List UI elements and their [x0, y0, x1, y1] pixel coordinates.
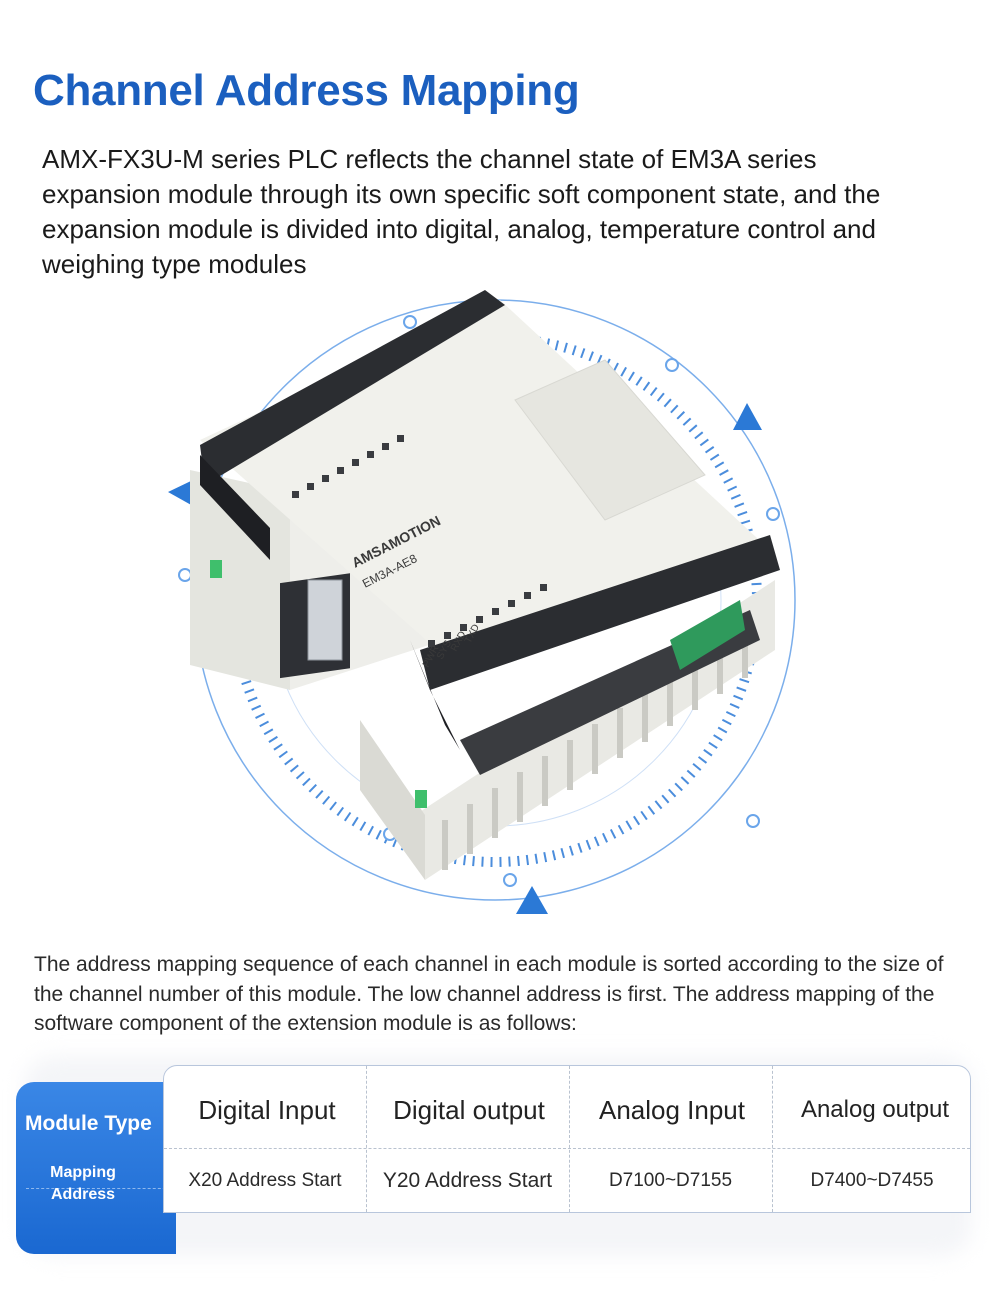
mapping-description: The address mapping sequence of each cha…: [34, 953, 944, 1035]
page-title: Channel Address Mapping: [33, 66, 580, 115]
cell-digital-output-address: Y20 Address Start: [382, 1169, 553, 1192]
cell-analog-input-address: D7100~D7155: [608, 1170, 733, 1191]
triangle-arrow-icons: [168, 403, 762, 914]
cell-digital-input-address: X20 Address Start: [188, 1170, 342, 1191]
column-header-analog-output: Analog output: [800, 1096, 950, 1123]
row-header-module-type: Module Type: [25, 1112, 152, 1135]
intro-text: AMX-FX3U-M series PLC reflects the chann…: [42, 144, 881, 279]
plc-module: [190, 290, 780, 880]
column-header-digital-input: Digital Input: [198, 1095, 336, 1125]
row-header-mapping-address: Mapping Address: [50, 1164, 116, 1203]
dial-dots: [178, 315, 780, 887]
cell-analog-output-address: D7400~D7455: [810, 1170, 934, 1191]
row-header-band: [16, 1082, 176, 1254]
mapping-grid: Digital Input Digital output Analog Inpu…: [163, 1065, 971, 1213]
column-header-analog-input: Analog Input: [598, 1095, 745, 1125]
column-header-digital-output: Digital output: [393, 1095, 545, 1125]
plc-module-image: AMSAMOTION EM3A-AE8 PWR SYS RXD TXD: [168, 290, 796, 914]
